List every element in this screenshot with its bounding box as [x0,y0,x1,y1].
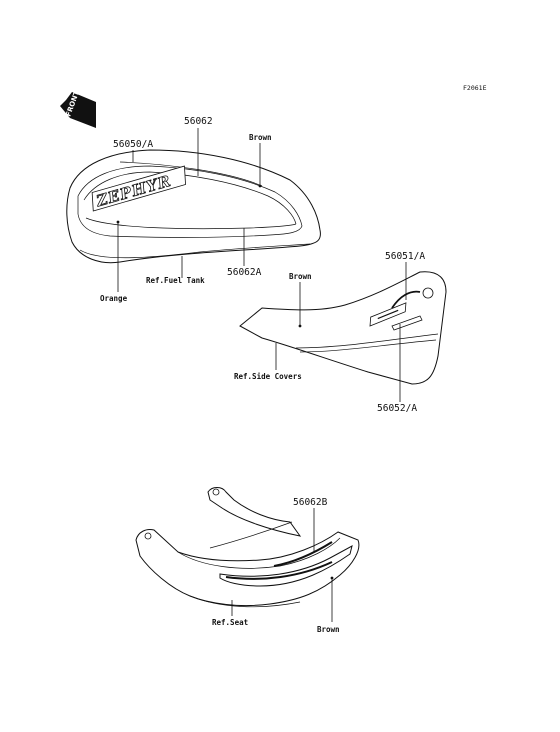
brown-seat-dot [330,576,334,580]
callout-56050a: 56050/A [113,139,153,150]
callout-brown-seat: Brown [317,625,340,634]
seat-cowl-mount-tab [207,487,302,537]
seat-cowl [135,487,360,608]
fuel-tank-stripe-panel [77,165,303,238]
brown-side-dot [298,324,302,328]
callout-brown-side: Brown [289,272,312,281]
seat-cowl-top-line [209,521,293,549]
seat-cowl-upper-stripe [273,541,333,567]
side-cover-badge [391,315,423,331]
front-direction-badge: FRONT [60,90,96,128]
callout-56062a: 56062A [227,267,262,278]
callout-56051a: 56051/A [385,251,425,262]
seat-cowl-bottom-edge [189,595,301,608]
callout-brown-tank: Brown [249,133,272,142]
callout-ref-seat: Ref.Seat [212,618,248,627]
callout-56062: 56062 [184,116,213,127]
brown-tank-dot [258,184,262,188]
side-cover-grommet [422,287,434,299]
side-cover-sweep [391,290,421,309]
callout-ref-fuel-tank: Ref.Fuel Tank [146,276,205,285]
side-cover-emblem [369,302,407,327]
orange-dot [116,220,120,224]
side-cover [239,271,447,385]
callout-56062b: 56062B [293,497,328,508]
fuel-tank-pinstripe [83,171,297,225]
front-arrow-icon [60,92,96,128]
callout-orange: Orange [100,294,128,303]
fuel-tank-pinstripe-lower [85,217,297,230]
callout-56052a: 56052/A [377,403,417,414]
side-cover-outline [239,271,447,385]
seat-cowl-inner-edge [177,537,341,569]
side-cover-stripe [299,339,437,353]
figure-code: F2061E [463,84,487,92]
callout-ref-side-covers: Ref.Side Covers [234,372,302,381]
mount-bolt-hole-rear [212,488,220,496]
seat-cowl-stripe-inner [225,561,333,580]
fuel-tank-outline [66,149,321,264]
seat-cowl-stripe [219,545,353,587]
mount-bolt-hole-front [144,532,152,540]
fuel-tank-bottom-edge [79,243,311,259]
side-cover-stripe-2 [295,333,439,349]
fuel-tank: ZEPHYR [66,149,321,264]
